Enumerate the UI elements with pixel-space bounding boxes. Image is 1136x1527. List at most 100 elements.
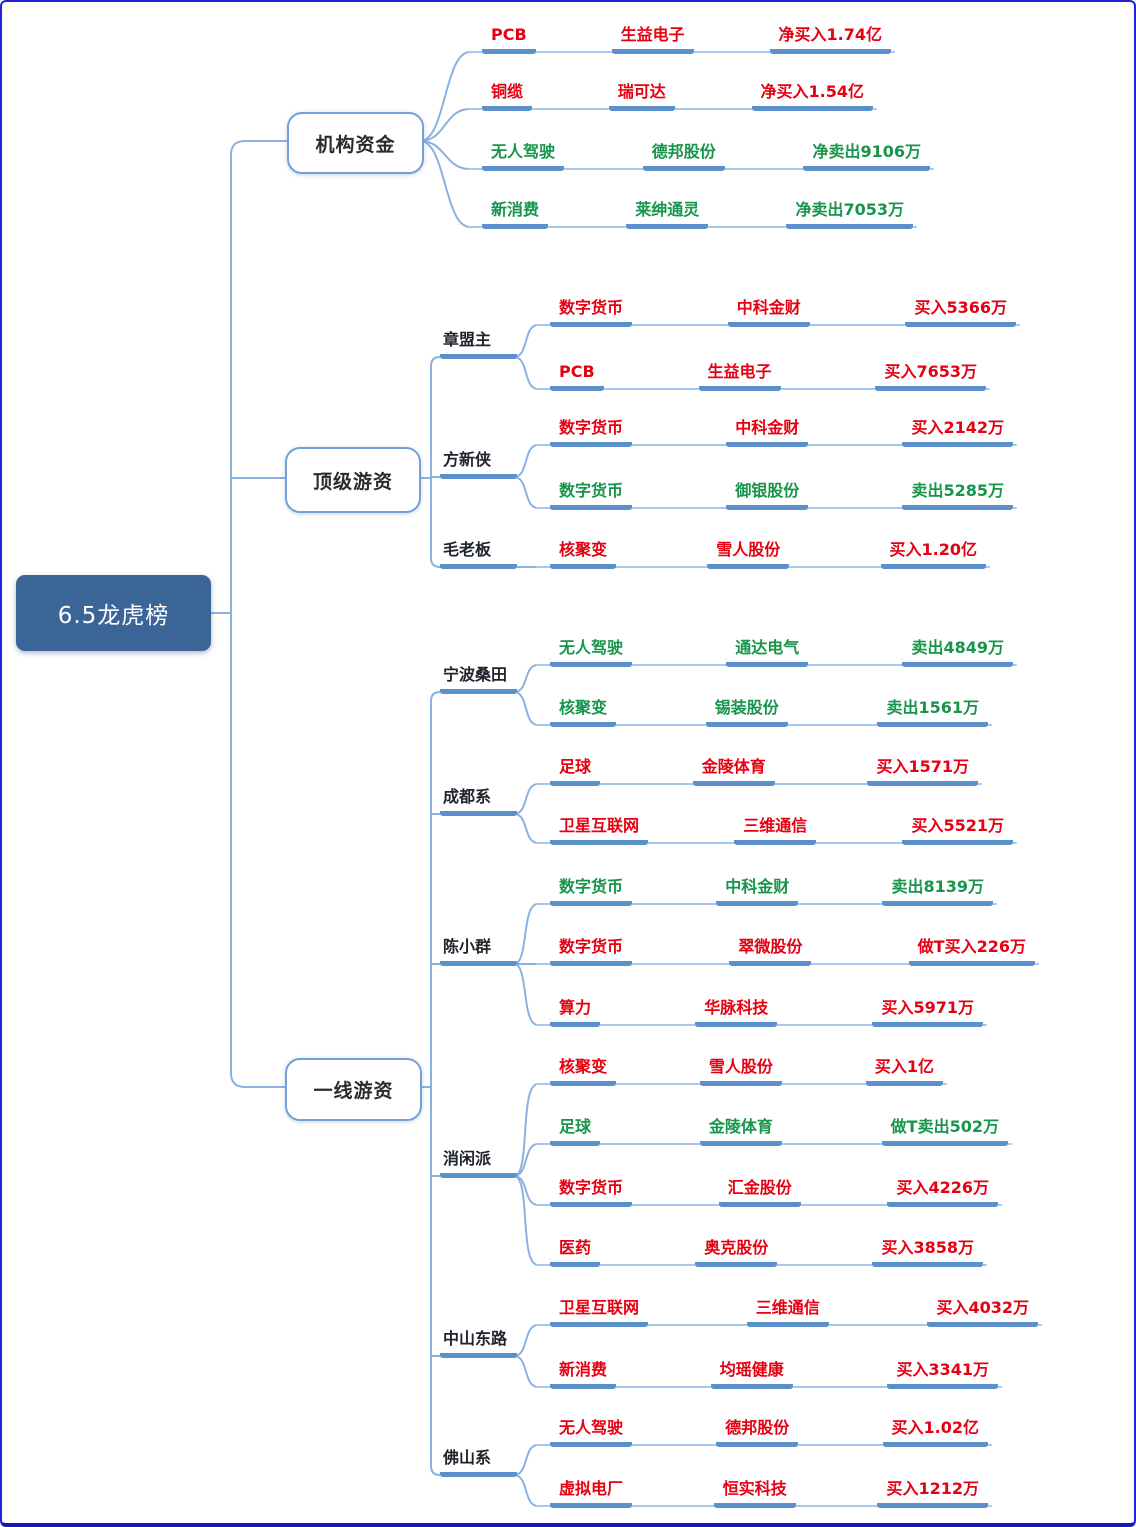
- theme-node[interactable]: 数字货币: [550, 875, 633, 906]
- amount-node[interactable]: 买入2142万: [902, 416, 1013, 447]
- amount-node[interactable]: 净买入1.74亿: [769, 23, 891, 54]
- stock-node[interactable]: 生益电子: [611, 23, 694, 54]
- stock-node[interactable]: 汇金股份: [718, 1176, 801, 1207]
- amount-node[interactable]: 买入3341万: [887, 1358, 998, 1389]
- stock-node[interactable]: 雪人股份: [707, 538, 790, 569]
- theme-node[interactable]: 数字货币: [550, 479, 633, 510]
- theme-node[interactable]: 核聚变: [550, 1055, 617, 1086]
- amount-node[interactable]: 卖出8139万: [882, 875, 993, 906]
- amount-node[interactable]: 买入1571万: [867, 755, 978, 786]
- theme-node[interactable]: PCB: [482, 23, 536, 54]
- amount-node[interactable]: 买入4032万: [927, 1296, 1038, 1327]
- amount-node[interactable]: 卖出1561万: [877, 696, 988, 727]
- theme-node[interactable]: 虚拟电厂: [550, 1477, 633, 1508]
- theme-node[interactable]: 数字货币: [550, 1176, 633, 1207]
- theme-node[interactable]: 无人驾驶: [550, 636, 633, 667]
- theme-node[interactable]: 卫星互联网: [550, 814, 649, 845]
- stock-node[interactable]: 莱绅通灵: [626, 198, 709, 229]
- stock-node[interactable]: 瑞可达: [608, 80, 675, 111]
- trader-node[interactable]: 方新侠: [440, 448, 517, 479]
- amount-node[interactable]: 做T买入226万: [908, 935, 1035, 966]
- trader-node[interactable]: 章盟主: [440, 328, 517, 359]
- root-node[interactable]: 6.5龙虎榜: [16, 575, 211, 651]
- stock-node[interactable]: 雪人股份: [699, 1055, 782, 1086]
- trader-node[interactable]: 中山东路: [440, 1327, 517, 1358]
- theme-node[interactable]: 数字货币: [550, 296, 633, 327]
- stock-node[interactable]: 锡装股份: [705, 696, 788, 727]
- theme-node[interactable]: 新消费: [550, 1358, 617, 1389]
- trader-node[interactable]: 毛老板: [440, 538, 517, 569]
- theme-node[interactable]: PCB: [550, 360, 604, 391]
- theme-node[interactable]: 铜缆: [482, 80, 533, 111]
- entry-row: 虚拟电厂 恒实科技 买入1212万: [536, 1477, 992, 1508]
- stock-node[interactable]: 均瑶健康: [710, 1358, 793, 1389]
- theme-node[interactable]: 新消费: [482, 198, 549, 229]
- stock-node[interactable]: 德邦股份: [642, 140, 725, 171]
- amount-node[interactable]: 净卖出7053万: [786, 198, 913, 229]
- stock-node[interactable]: 奥克股份: [695, 1236, 778, 1267]
- trader-node[interactable]: 佛山系: [440, 1446, 517, 1477]
- entry-row: 新消费 莱绅通灵 净卖出7053万: [468, 198, 917, 229]
- trader-node[interactable]: 宁波桑田: [440, 663, 517, 694]
- theme-node[interactable]: 数字货币: [550, 416, 633, 447]
- amount-node[interactable]: 买入7653万: [875, 360, 986, 391]
- amount-node[interactable]: 买入1.02亿: [882, 1416, 988, 1447]
- trader-node[interactable]: 消闲派: [440, 1147, 517, 1178]
- branch-node-top-hot-money[interactable]: 顶级游资: [285, 447, 421, 513]
- branch-node-first-line-hot-money[interactable]: 一线游资: [285, 1058, 422, 1121]
- amount-node[interactable]: 买入1.20亿: [880, 538, 986, 569]
- entry-row: PCB 生益电子 净买入1.74亿: [468, 23, 895, 54]
- entry-row: 数字货币 中科金财 买入2142万: [536, 416, 1017, 447]
- entry-row: 数字货币 中科金财 买入5366万: [536, 296, 1020, 327]
- trader-node[interactable]: 陈小群: [440, 935, 517, 966]
- amount-node[interactable]: 净买入1.54亿: [751, 80, 873, 111]
- amount-node[interactable]: 净卖出9106万: [803, 140, 930, 171]
- theme-node[interactable]: 卫星互联网: [550, 1296, 649, 1327]
- entry-row: 核聚变 锡装股份 卖出1561万: [536, 696, 992, 727]
- amount-node[interactable]: 买入5971万: [872, 996, 983, 1027]
- amount-node[interactable]: 买入3858万: [872, 1236, 983, 1267]
- stock-node[interactable]: 翠微股份: [729, 935, 812, 966]
- entry-row: 数字货币 汇金股份 买入4226万: [536, 1176, 1002, 1207]
- theme-node[interactable]: 核聚变: [550, 696, 617, 727]
- amount-node[interactable]: 买入1亿: [865, 1055, 943, 1086]
- amount-node[interactable]: 买入5366万: [905, 296, 1016, 327]
- stock-node[interactable]: 中科金财: [716, 875, 799, 906]
- entry-row: 数字货币 中科金财 卖出8139万: [536, 875, 997, 906]
- stock-node[interactable]: 恒实科技: [713, 1477, 796, 1508]
- amount-node[interactable]: 买入1212万: [877, 1477, 988, 1508]
- stock-node[interactable]: 三维通信: [734, 814, 817, 845]
- stock-node[interactable]: 通达电气: [726, 636, 809, 667]
- stock-node[interactable]: 中科金财: [726, 416, 809, 447]
- entry-row: 无人驾驶 德邦股份 净卖出9106万: [468, 140, 934, 171]
- theme-node[interactable]: 核聚变: [550, 538, 617, 569]
- theme-node[interactable]: 足球: [550, 1115, 601, 1146]
- stock-node[interactable]: 三维通信: [746, 1296, 829, 1327]
- stock-node[interactable]: 金陵体育: [699, 1115, 782, 1146]
- stock-node[interactable]: 生益电子: [698, 360, 781, 391]
- entry-row: 足球 金陵体育 买入1571万: [536, 755, 982, 786]
- theme-node[interactable]: 算力: [550, 996, 601, 1027]
- theme-node[interactable]: 数字货币: [550, 935, 633, 966]
- theme-node[interactable]: 无人驾驶: [482, 140, 565, 171]
- entry-row: 数字货币 御银股份 卖出5285万: [536, 479, 1017, 510]
- theme-node[interactable]: 医药: [550, 1236, 601, 1267]
- amount-node[interactable]: 卖出5285万: [902, 479, 1013, 510]
- entry-row: PCB 生益电子 买入7653万: [536, 360, 990, 391]
- amount-node[interactable]: 做T卖出502万: [881, 1115, 1008, 1146]
- stock-node[interactable]: 御银股份: [726, 479, 809, 510]
- stock-node[interactable]: 中科金财: [727, 296, 810, 327]
- amount-node[interactable]: 买入4226万: [887, 1176, 998, 1207]
- amount-node[interactable]: 卖出4849万: [902, 636, 1013, 667]
- stock-node[interactable]: 华脉科技: [695, 996, 778, 1027]
- theme-node[interactable]: 无人驾驶: [550, 1416, 633, 1447]
- entry-row: 卫星互联网 三维通信 买入4032万: [536, 1296, 1042, 1327]
- branch-node-institutional[interactable]: 机构资金: [287, 112, 424, 174]
- stock-node[interactable]: 金陵体育: [692, 755, 775, 786]
- amount-node[interactable]: 买入5521万: [902, 814, 1013, 845]
- entry-row: 卫星互联网 三维通信 买入5521万: [536, 814, 1017, 845]
- trader-node[interactable]: 成都系: [440, 785, 517, 816]
- stock-node[interactable]: 德邦股份: [716, 1416, 799, 1447]
- theme-node[interactable]: 足球: [550, 755, 601, 786]
